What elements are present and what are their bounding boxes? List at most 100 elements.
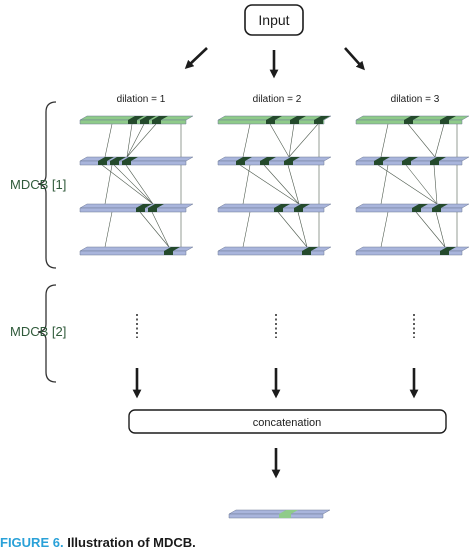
connector-0-2 <box>288 123 319 158</box>
concat-label: concatenation <box>253 417 322 429</box>
brace-mdcb-1 <box>37 101 57 269</box>
layer-2-cell-0 <box>236 157 252 161</box>
figure-number: FIGURE 6. <box>0 535 64 550</box>
connector-1-left <box>242 164 251 205</box>
layer-1-cell-face-0 <box>266 120 275 124</box>
block-label-2: MDCB [2] <box>10 324 66 339</box>
dilation-label-3: dilation = 3 <box>391 94 440 105</box>
layer-3-cell-0 <box>412 204 428 208</box>
layer-3-cell-face-1 <box>432 208 441 212</box>
figure-caption-text: Illustration of MDCB. <box>67 535 196 550</box>
layer-1-cell-2 <box>152 116 168 120</box>
connector-1-1 <box>263 164 300 205</box>
layer-3-cell-face-1 <box>294 208 303 212</box>
connector-1-left <box>380 164 389 205</box>
layer-2-cell-face-2 <box>284 161 293 165</box>
layer-1-cell-face-1 <box>290 120 299 124</box>
layer-1-cell-0 <box>266 116 282 120</box>
dilation-label-2: dilation = 2 <box>253 94 302 105</box>
layer-3-top <box>79 203 194 209</box>
connector-1-0 <box>377 164 438 205</box>
layer-2-cell-face-2 <box>430 161 439 165</box>
layer-1-cell-2 <box>314 116 330 120</box>
connector-0-left <box>104 123 113 158</box>
layer-2-cell-face-0 <box>236 161 245 165</box>
connector-1-0 <box>101 164 154 205</box>
layer-3 <box>355 203 470 213</box>
layer-1-cell-1 <box>140 116 156 120</box>
layer-4-cell-0 <box>440 247 456 251</box>
layer-4 <box>217 246 332 256</box>
layer-3-cell-0 <box>136 204 152 208</box>
layer-2-cell-2 <box>284 157 300 161</box>
layer-4 <box>355 246 470 256</box>
connector-2-left <box>380 211 389 248</box>
connector-0-0 <box>269 123 290 158</box>
layer-3-cell-1 <box>432 204 448 208</box>
layer-2-front <box>217 160 325 166</box>
layer-3 <box>79 203 194 213</box>
layer-2 <box>355 156 470 166</box>
layer-2-cell-2 <box>122 157 138 161</box>
layer-3-front <box>217 207 325 213</box>
layer-2-cell-2 <box>430 157 446 161</box>
connector-1-1 <box>405 164 438 205</box>
input-label: Input <box>258 12 289 28</box>
connector-2-1 <box>151 211 170 248</box>
connector-2-0 <box>139 211 170 248</box>
layer-2 <box>217 156 332 166</box>
layer-1 <box>355 115 470 125</box>
layer-1-cell-face-0 <box>128 120 137 124</box>
layer-1-cell-face-0 <box>404 120 413 124</box>
layer-2-cell-0 <box>374 157 390 161</box>
block-label-1: MDCB [1] <box>10 177 66 192</box>
layer-3-top <box>217 203 332 209</box>
brace-mdcb-2 <box>37 284 57 383</box>
arrow-to-branch-1 <box>184 47 208 70</box>
figure-caption: FIGURE 6. Illustration of MDCB. <box>0 535 196 550</box>
layer-1-cell-0 <box>128 116 144 120</box>
layer-4-front <box>79 250 187 256</box>
input-node: Input <box>244 4 304 36</box>
layer-1-cell-0 <box>404 116 420 120</box>
branch-dilation-1 <box>79 115 194 256</box>
layer-3-front <box>79 207 187 213</box>
layer-1-cell-face-1 <box>440 120 449 124</box>
layer-3-cell-1 <box>148 204 164 208</box>
layer-1 <box>217 115 332 125</box>
connector-1-2 <box>287 164 300 205</box>
layer-3-cell-face-1 <box>148 208 157 212</box>
output-green-band-top <box>279 510 298 514</box>
connector-1-2 <box>125 164 154 205</box>
connector-2-1 <box>435 211 446 248</box>
layer-3-cell-face-0 <box>274 208 283 212</box>
connector-0-0 <box>407 123 436 158</box>
layer-3-cell-1 <box>294 204 310 208</box>
dilation-label-1: dilation = 1 <box>117 94 166 105</box>
layer-2-front <box>79 160 187 166</box>
output-slab-front <box>228 513 324 519</box>
layer-4-cell-0 <box>164 247 180 251</box>
connector-0-2 <box>126 123 157 158</box>
connector-2-0 <box>277 211 308 248</box>
layer-4 <box>79 246 194 256</box>
output-green-band-front <box>279 514 291 518</box>
layer-4-cell-face-0 <box>440 251 449 255</box>
connector-2-left <box>104 211 113 248</box>
connector-0-1 <box>434 123 445 158</box>
layer-2-cell-face-1 <box>260 161 269 165</box>
layer-3-front <box>355 207 463 213</box>
connector-1-1 <box>113 164 154 205</box>
layer-4-front <box>355 250 463 256</box>
connector-1-0 <box>239 164 300 205</box>
output-slab-top <box>228 509 331 515</box>
layer-4-cell-face-0 <box>164 251 173 255</box>
layer-2-cell-1 <box>110 157 126 161</box>
layer-4-front <box>217 250 325 256</box>
layer-3-cell-face-0 <box>136 208 145 212</box>
output-slab <box>228 509 331 519</box>
connector-0-left <box>242 123 251 158</box>
branch-dilation-2 <box>217 115 332 256</box>
arrow-to-branch-3 <box>344 47 365 71</box>
